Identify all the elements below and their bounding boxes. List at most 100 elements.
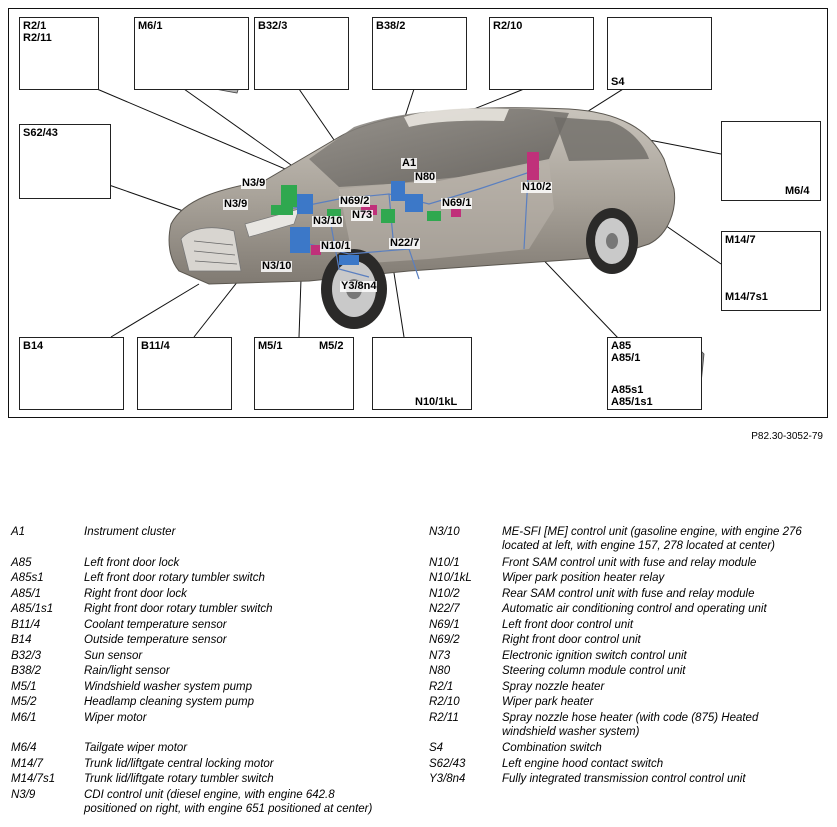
legend-code: M14/7: [11, 758, 43, 770]
legend-code: M5/2: [11, 696, 37, 708]
callout-n73: N73: [351, 209, 374, 221]
legend-code: B38/2: [11, 665, 42, 677]
legend-code: N73: [429, 650, 451, 662]
label-n10-1kl: N10/1kL: [415, 396, 458, 408]
box-m6-1: [134, 17, 249, 90]
label-b11-4: B11/4: [141, 340, 170, 352]
label-r2-1: R2/1 R2/11: [23, 20, 52, 44]
legend-code: M5/1: [11, 681, 37, 693]
legend-code: N69/2: [429, 634, 460, 646]
legend-code: R2/10: [429, 696, 460, 708]
callout-n80: N80: [414, 171, 437, 183]
label-r2-10: R2/10: [493, 20, 523, 32]
callout-n3-9-upper: N3/9: [241, 177, 267, 189]
legend-description: Steering column module control unit: [502, 665, 686, 677]
legend-code: N22/7: [429, 603, 460, 615]
callout-n3-10-upper: N3/10: [312, 215, 344, 227]
legend-code: N10/2: [429, 588, 460, 600]
callout-n69-2: N69/2: [339, 195, 371, 207]
legend-description: Wiper park position heater relay: [502, 572, 665, 584]
legend-code: B11/4: [11, 619, 41, 631]
legend-description: Left front door control unit: [502, 619, 634, 631]
legend-description: Spray nozzle hose heater (with code (875…: [502, 712, 759, 738]
legend-code: A85s1: [11, 572, 44, 584]
legend-code: N3/9: [11, 789, 36, 801]
legend-description: Electronic ignition switch control unit: [502, 650, 687, 662]
legend-code: M6/4: [11, 742, 37, 754]
label-a85s1: A85s1 A85/1s1: [611, 384, 653, 408]
legend-description: Trunk lid/liftgate rotary tumbler switch: [84, 773, 274, 785]
legend-code: B14: [11, 634, 32, 646]
legend-description: Rain/light sensor: [84, 665, 170, 677]
box-b14: [19, 337, 124, 410]
legend-description: Rear SAM control unit with fuse and rela…: [502, 588, 755, 600]
legend-code: N10/1kL: [429, 572, 472, 584]
label-s4: S4: [611, 76, 625, 88]
legend-description: Headlamp cleaning system pump: [84, 696, 255, 708]
legend-description: Trunk lid/liftgate central locking motor: [84, 758, 274, 770]
highlighted-components: [271, 152, 539, 265]
box-m5: [254, 337, 354, 410]
car-body: [168, 107, 676, 329]
label-b38-2: B38/2: [376, 20, 406, 32]
label-m5-1: M5/1: [258, 340, 283, 352]
label-m6-1: M6/1: [138, 20, 163, 32]
legend-code: N10/1: [429, 557, 460, 569]
legend-code: R2/1: [429, 681, 454, 693]
legend-description: Coolant temperature sensor: [84, 619, 227, 631]
box-s62-43: [19, 124, 111, 199]
callout-y3-8n4: Y3/8n4: [340, 280, 378, 292]
label-b32-3: B32/3: [258, 20, 288, 32]
box-n10-1kl: [372, 337, 472, 410]
legend-code: A85: [11, 557, 32, 569]
legend-code: N3/10: [429, 526, 460, 538]
legend-description: Instrument cluster: [84, 526, 176, 538]
legend-code: Y3/8n4: [429, 773, 466, 785]
legend-description: Left engine hood contact switch: [502, 758, 664, 770]
box-a85: [607, 337, 702, 410]
legend-description: Outside temperature sensor: [84, 634, 227, 646]
box-b38-2: [372, 17, 467, 90]
callout-n22-7: N22/7: [389, 237, 421, 249]
figure-reference: P82.30-3052-79: [751, 431, 823, 442]
callout-n10-2: N10/2: [521, 181, 553, 193]
legend-description: CDI control unit (diesel engine, with en…: [84, 789, 373, 815]
box-r2-10: [489, 17, 594, 90]
legend-description: Right front door lock: [84, 588, 187, 600]
legend-description: Sun sensor: [84, 650, 143, 662]
legend-description: Wiper motor: [84, 712, 147, 724]
legend-code: N69/1: [429, 619, 460, 631]
box-s4: [607, 17, 712, 90]
label-s62-43: S62/43: [23, 127, 58, 139]
legend-description: Wiper park heater: [502, 696, 594, 708]
legend-description: Combination switch: [502, 742, 602, 754]
callout-n10-1: N10/1: [320, 240, 352, 252]
legend-description: Right front door control unit: [502, 634, 641, 646]
label-a85: A85 A85/1: [611, 340, 641, 364]
legend-description: Left front door rotary tumbler switch: [84, 572, 265, 584]
label-m6-4: M6/4: [785, 185, 810, 197]
legend-code: M14/7s1: [11, 773, 56, 785]
box-b11-4: [137, 337, 232, 410]
callout-n3-10-lower: N3/10: [261, 260, 293, 272]
component-location-figure: R2/1 R2/11 M6/1 B32/3 B38/2 R2/10 S4 S62…: [8, 8, 828, 418]
legend-description: Right front door rotary tumbler switch: [84, 603, 273, 615]
callout-a1: A1: [401, 157, 418, 169]
box-m6-4: [721, 121, 821, 201]
legend-description: ME-SFI [ME] control unit (gasoline engin…: [502, 526, 802, 552]
legend-code: R2/11: [429, 712, 459, 724]
legend-code: N80: [429, 665, 451, 677]
legend-description: Windshield washer system pump: [84, 681, 252, 693]
legend-description: Spray nozzle heater: [502, 681, 605, 693]
legend-code: S62/43: [429, 758, 466, 770]
box-b32-3: [254, 17, 349, 90]
label-m14-7s1: M14/7s1: [725, 291, 768, 303]
callout-n3-9-lower: N3/9: [223, 198, 249, 210]
legend-code: A1: [11, 526, 26, 538]
legend-code: M6/1: [11, 712, 37, 724]
box-r2-1: [19, 17, 99, 90]
legend-description: Automatic air conditioning control and o…: [502, 603, 767, 615]
legend-code: A85/1s1: [11, 603, 54, 615]
label-m5-2: M5/2: [319, 340, 344, 352]
box-m14-7: [721, 231, 821, 311]
